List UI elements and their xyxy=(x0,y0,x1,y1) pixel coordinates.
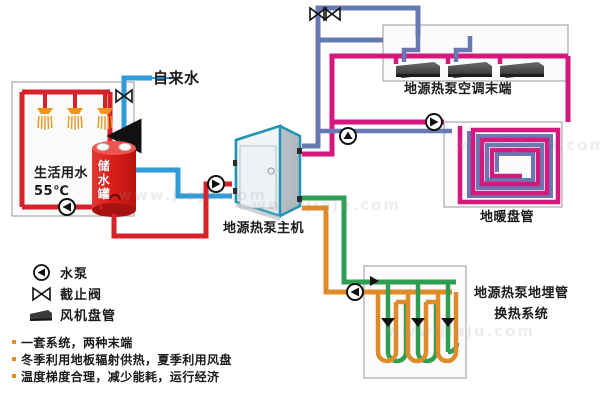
legend-label-pump: 水泵 xyxy=(60,267,89,282)
legend-item-pump: 水泵 xyxy=(28,262,116,283)
borehole-flow-arrows xyxy=(381,318,455,327)
floor-heating-coil xyxy=(457,126,561,205)
legend-label-stop-valve: 截止阀 xyxy=(60,288,103,303)
pump-icon xyxy=(425,113,443,131)
pump-icon xyxy=(346,283,364,301)
label-ground-loop-system: 地源热泵地埋管 换热系统 xyxy=(474,284,569,326)
pump-icon xyxy=(207,175,225,193)
shower-icon xyxy=(37,108,53,130)
label-ground-loop-line1: 地源热泵地埋管 xyxy=(474,286,569,301)
label-domestic-hot-water: 生活用水55℃ xyxy=(34,166,89,199)
label-ground-loop-line2: 换热系统 xyxy=(494,306,549,322)
fan-coil-units xyxy=(396,62,544,78)
stop-valve-icon xyxy=(323,6,341,22)
pump-icon xyxy=(58,198,76,216)
legend-item-fan-coil: 风机盘管 xyxy=(28,304,116,325)
fan-coil-icon xyxy=(500,62,544,78)
fan-coil-icon xyxy=(448,62,492,78)
bullet-dot-icon xyxy=(12,340,16,344)
stop-valve-icon xyxy=(28,284,54,303)
shower-icon xyxy=(67,108,83,130)
fan-coil-icon xyxy=(396,62,440,78)
fan-coil-header-drops xyxy=(393,25,503,64)
flow-arrow-icon xyxy=(370,276,379,286)
mains-water-line xyxy=(106,75,172,154)
heat-pump-main-unit xyxy=(233,124,302,221)
bullet-text: 温度梯度合理，减少能耗，运行经济 xyxy=(21,370,220,384)
label-mains-water: 自来水 xyxy=(153,69,200,87)
stop-valve-icon xyxy=(309,6,327,22)
bullet-item: 一套系统，两种末端 xyxy=(12,334,232,351)
pump-icon xyxy=(28,263,54,282)
label-main-unit: 地源热泵主机 xyxy=(223,221,305,236)
shower-icon xyxy=(97,108,113,130)
ground-loop-circuit xyxy=(302,195,460,364)
label-storage-tank: 储水罐 xyxy=(97,159,111,201)
bullet-text: 一套系统，两种末端 xyxy=(21,336,133,350)
legend-label-fan-coil: 风机盘管 xyxy=(60,309,117,324)
feature-bullets: 一套系统，两种末端 冬季利用地板辐射供热，夏季利用风盘 温度梯度合理，减少能耗，… xyxy=(12,334,232,385)
label-fan-coil-terminal: 地源热泵空调末端 xyxy=(404,82,513,97)
bullet-item: 冬季利用地板辐射供热，夏季利用风盘 xyxy=(12,351,232,368)
bullet-dot-icon xyxy=(12,357,16,361)
bullet-text: 冬季利用地板辐射供热，夏季利用风盘 xyxy=(21,353,232,367)
stop-valve-icon xyxy=(115,88,133,104)
shower-heads xyxy=(37,108,113,130)
storage-tank xyxy=(92,141,136,217)
legend: 水泵 截止阀 风机盘管 xyxy=(28,262,116,325)
bullet-dot-icon xyxy=(12,374,16,378)
legend-item-stop-valve: 截止阀 xyxy=(28,283,116,304)
bullet-item: 温度梯度合理，减少能耗，运行经济 xyxy=(12,368,232,385)
label-floor-heating-coil: 地暖盘管 xyxy=(480,210,535,225)
fan-coil-icon xyxy=(28,305,54,324)
pump-icon xyxy=(339,127,357,145)
